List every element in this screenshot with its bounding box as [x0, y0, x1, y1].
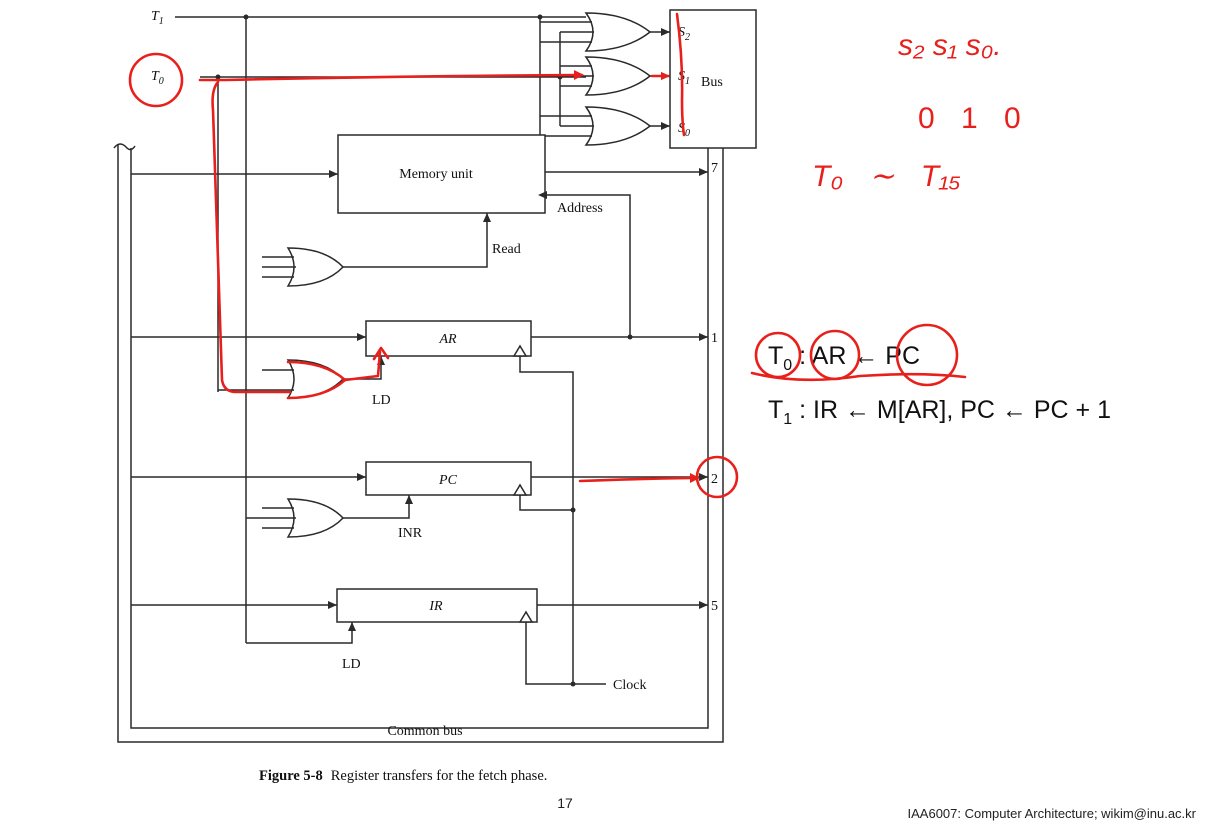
- or-gate-s1: [540, 56, 670, 96]
- clock-label: Clock: [613, 678, 646, 693]
- microop-t1-line: T1 : IR ← M[AR], PC ← PC + 1: [768, 396, 1111, 428]
- ar-label: AR: [438, 332, 457, 347]
- t0-label: T0: [151, 69, 164, 87]
- page-number: 17: [557, 795, 573, 811]
- s0-label: S0: [678, 121, 690, 139]
- select-values-note: 0 1 0: [918, 102, 1021, 135]
- memory-bus-index: 7: [711, 161, 718, 176]
- or-gate-pc-inr: [246, 498, 345, 538]
- bus-break-mark: [113, 143, 136, 151]
- timing-range-note: T₀ ∼ T₁₅: [812, 160, 961, 193]
- ar-ld-arrow: [343, 350, 382, 382]
- bus-index-2-circle: [695, 455, 739, 499]
- common-bus-line: [117, 145, 724, 743]
- ir-bus-index: 5: [711, 599, 718, 614]
- bus-select-stroke: [675, 12, 686, 137]
- or-gate-s0: [540, 106, 670, 146]
- ir-control-label: LD: [342, 657, 361, 672]
- address-label: Address: [557, 201, 603, 216]
- select-lines-note: s₂ s₁ s₀.: [898, 29, 1002, 62]
- ir-label: IR: [428, 599, 443, 614]
- ar-ld-arrowhead: [372, 346, 390, 361]
- common-bus-label: Common bus: [387, 724, 462, 739]
- s2-label: S2: [678, 25, 690, 43]
- pc-to-bus-arrow: [578, 476, 694, 483]
- pc-label: PC: [438, 473, 458, 488]
- ir-register: [336, 588, 538, 623]
- pc-bus-index: 2: [711, 472, 718, 487]
- bus-label: Bus: [701, 75, 723, 90]
- pc-control-label: INR: [398, 526, 423, 541]
- fetch-phase-circuit: Bus S2 S1 S0: [113, 9, 757, 784]
- read-label: Read: [492, 242, 521, 257]
- ar-control-label: LD: [372, 393, 391, 408]
- common-bus-inner-line: [130, 148, 709, 729]
- t0-route-to-s1: [198, 73, 584, 82]
- t0-circle: [128, 52, 184, 108]
- ar-bus-index: 1: [711, 331, 718, 346]
- memory-unit-label: Memory unit: [399, 167, 473, 182]
- pc-highlight-circle: [895, 323, 959, 387]
- pc-register: [365, 461, 532, 496]
- footer-text: IAA6007: Computer Architecture; wikim@in…: [908, 806, 1197, 821]
- or-gate-read: [262, 247, 345, 287]
- t0-underline: [750, 371, 967, 382]
- t0-route-to-ar-gate: [211, 80, 292, 394]
- microoperations: T0 : AR ← PC T1 : IR ← M[AR], PC ← PC + …: [750, 323, 1111, 428]
- t1-label: T1: [151, 9, 164, 27]
- bus-selector-box: [669, 9, 757, 149]
- or-gate-s2: [540, 12, 670, 52]
- handwritten-annotations: s₂ s₁ s₀. 0 1 0 T₀ ∼ T₁₅: [128, 12, 1021, 499]
- ar-register: [365, 320, 532, 357]
- memory-unit-box: [337, 134, 546, 214]
